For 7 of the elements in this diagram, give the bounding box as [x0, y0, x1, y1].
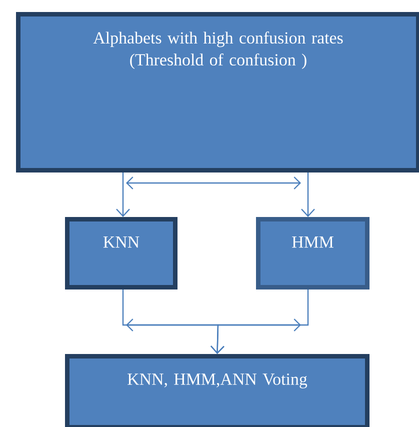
process-box: KNN: [65, 217, 178, 290]
process-box: HMM: [256, 217, 370, 290]
arrow: [116, 172, 130, 217]
process-box: Alphabets with high confusion rates (Threshold of confusion ): [16, 12, 419, 172]
arrow: [210, 290, 309, 354]
arrow: [301, 172, 315, 217]
process-box: KNN, HMM,ANN Voting: [65, 354, 370, 427]
